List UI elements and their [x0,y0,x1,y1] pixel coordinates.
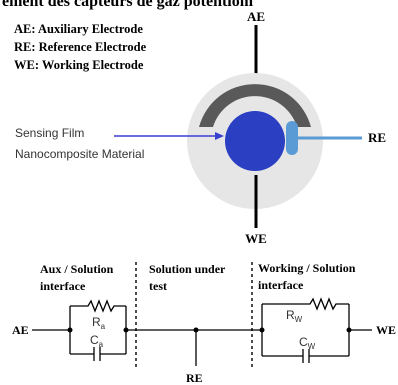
terminal-we: WE [376,323,396,337]
section-aux-solution-line2: interface [40,279,86,293]
film-pointer-arrowhead [215,132,224,140]
sensor-right-label-re: RE [368,130,386,145]
label-ra: Ra [92,315,106,331]
section-solution-test-line1: Solution under [149,262,226,276]
header-cut-title: ement des capteurs de gaz potentiom [2,0,254,10]
sensing-film-disk [225,111,285,171]
capacitor-cw [262,349,349,363]
legend-auxiliary-electrode: AE: Auxiliary Electrode [14,22,143,36]
sensing-film-label: Sensing Film [15,126,84,140]
auxiliary-electrode-arc [199,84,311,127]
terminal-re: RE [186,371,203,385]
section-aux-solution-line1: Aux / Solution [40,262,114,276]
resistor-rw [262,297,349,311]
label-ca: Ca [90,333,104,349]
sensor-schematic: AE RE WE Sensing Film Nanocomposite Mate… [15,9,386,246]
label-rw: RW [286,308,303,324]
reference-electrode-pad [286,121,298,155]
sensor-bottom-label-we: WE [245,231,267,246]
section-solution-test-line2: test [149,279,167,293]
section-working-solution-line1: Working / Solution [258,261,356,275]
capacitor-ca [70,347,126,361]
legend-reference-electrode: RE: Reference Electrode [14,40,147,54]
label-cw: CW [299,335,316,351]
terminal-ae: AE [12,323,29,337]
equivalent-circuit: Aux / Solution interface Solution under … [12,261,396,385]
resistor-ra [70,299,126,313]
legend-working-electrode: WE: Working Electrode [14,58,144,72]
section-working-solution-line2: interface [258,278,304,292]
sensor-top-label-ae: AE [247,9,265,24]
nanocomposite-label: Nanocomposite Material [15,147,144,161]
legend: AE: Auxiliary Electrode RE: Reference El… [14,22,147,72]
